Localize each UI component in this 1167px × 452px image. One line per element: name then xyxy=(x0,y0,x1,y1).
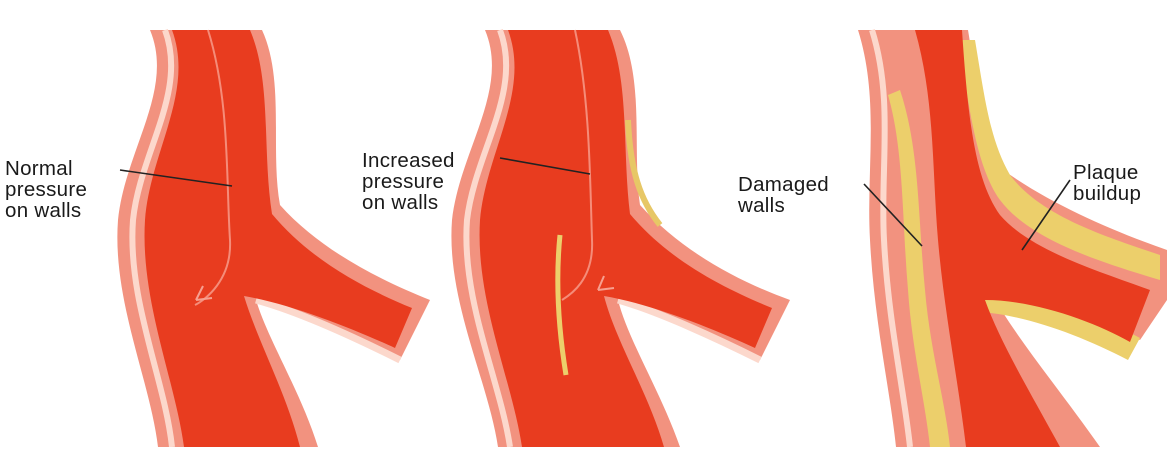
artery-damaged xyxy=(858,30,1167,447)
artery-increased xyxy=(451,30,790,447)
label-increased: Increased pressure on walls xyxy=(362,150,455,213)
label-increased-line3: on walls xyxy=(362,192,455,213)
label-plaque: Plaque buildup xyxy=(1073,162,1141,204)
label-normal: Normal pressure on walls xyxy=(5,158,87,221)
blood-lumen-normal xyxy=(145,30,412,447)
artery-normal xyxy=(117,30,430,447)
label-normal-line1: Normal xyxy=(5,158,87,179)
label-damaged-line2: walls xyxy=(738,195,829,216)
label-damaged: Damaged walls xyxy=(738,174,829,216)
label-normal-line2: pressure xyxy=(5,179,87,200)
label-increased-line2: pressure xyxy=(362,171,455,192)
label-damaged-line1: Damaged xyxy=(738,174,829,195)
label-plaque-line2: buildup xyxy=(1073,183,1141,204)
label-plaque-line1: Plaque xyxy=(1073,162,1141,183)
label-normal-line3: on walls xyxy=(5,200,87,221)
label-increased-line1: Increased xyxy=(362,150,455,171)
